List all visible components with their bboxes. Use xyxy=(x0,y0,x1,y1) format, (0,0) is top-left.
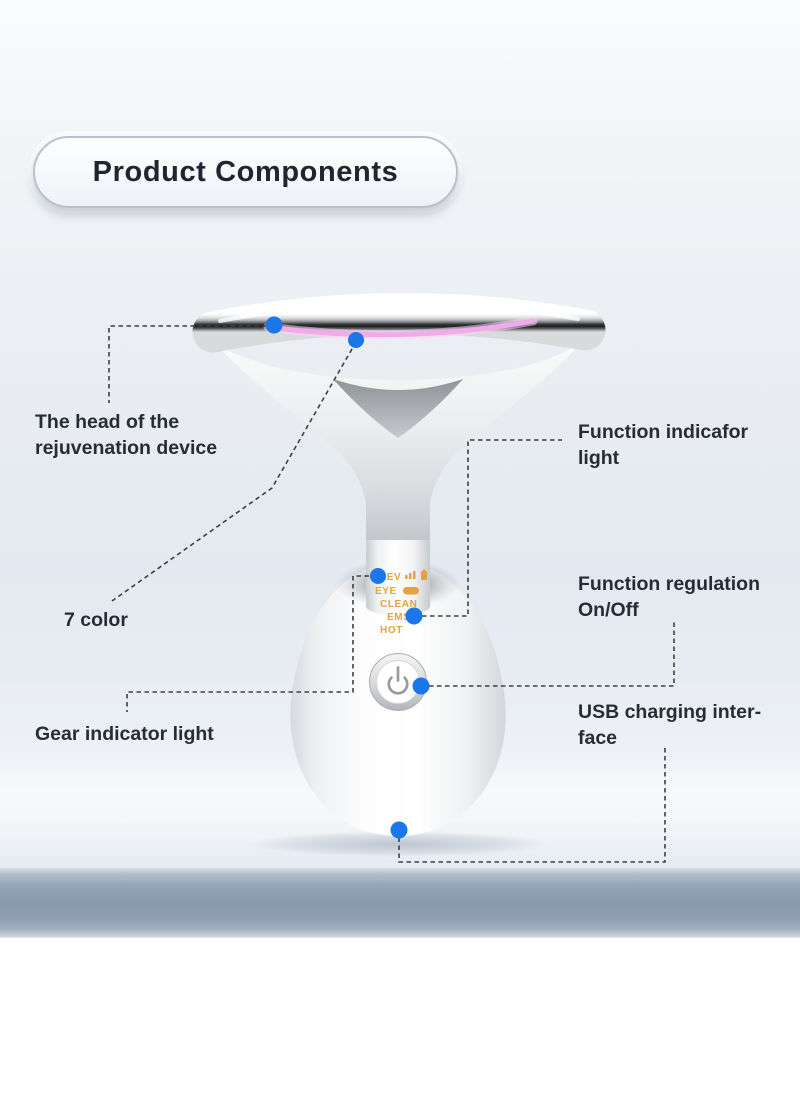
label-seven-color: 7 color xyxy=(64,607,128,633)
connector-function-regulation xyxy=(421,620,675,687)
dot-function-indicator xyxy=(405,607,423,625)
display-row-eye: EYE xyxy=(375,586,397,597)
title-badge: Product Components xyxy=(33,136,458,208)
connector-function-indicator xyxy=(414,439,562,617)
chrome-highlight xyxy=(218,302,580,323)
dot-usb xyxy=(390,821,408,839)
label-function-regulation: Function regulation On/Off xyxy=(578,571,798,623)
battery-icon xyxy=(421,569,427,580)
callout-dots xyxy=(265,316,430,839)
dot-gear-light xyxy=(370,568,386,584)
display-row-lev: LEV xyxy=(380,572,401,583)
page-title: Product Components xyxy=(92,155,399,188)
label-head-line1: The head of the xyxy=(35,411,180,433)
label-function-indicator: Function indicafor light xyxy=(578,419,783,471)
callout-connectors xyxy=(108,325,675,863)
label-usb-line1: USB charging inter- xyxy=(578,701,762,723)
label-head-line2: rejuvenation device xyxy=(35,437,218,459)
connector-usb xyxy=(398,748,666,863)
white-margin xyxy=(0,938,800,1096)
dot-seven-color xyxy=(348,332,364,348)
label-gear-light: Gear indicator light xyxy=(35,721,295,747)
dot-head xyxy=(265,316,283,334)
battery-pill-icon xyxy=(403,587,419,595)
display-row-ems: EMS xyxy=(387,612,410,623)
label-function-regulation-line1: Function regulation xyxy=(578,573,760,595)
table-edge-band xyxy=(0,868,800,938)
label-usb: USB charging inter- face xyxy=(578,699,798,751)
label-usb-line2: face xyxy=(578,727,618,749)
display-row-clean: CLEAN xyxy=(380,599,417,610)
head-center-shadow xyxy=(333,379,463,438)
connector-head xyxy=(108,325,275,403)
mode-display: LEV EYE CLEAN EMS HOT xyxy=(375,569,427,636)
device-head-underside xyxy=(214,342,582,540)
signal-bars-icon xyxy=(405,571,416,579)
led-strip xyxy=(265,318,536,338)
dot-function-regulation xyxy=(412,677,430,695)
display-row-hot: HOT xyxy=(380,625,403,636)
device-floor-shadow xyxy=(248,831,548,857)
label-function-regulation-line2: On/Off xyxy=(578,599,639,621)
label-function-indicator-line2: light xyxy=(578,447,620,469)
power-icon xyxy=(387,666,409,695)
label-function-indicator-line1: Function indicafor xyxy=(578,421,749,443)
label-gear-light-line1: Gear indicator light xyxy=(35,723,214,745)
label-head: The head of the rejuvenation device xyxy=(35,409,265,461)
connector-seven-color xyxy=(111,341,357,602)
label-seven-color-line1: 7 color xyxy=(64,609,128,631)
connector-gear-light xyxy=(126,575,377,712)
